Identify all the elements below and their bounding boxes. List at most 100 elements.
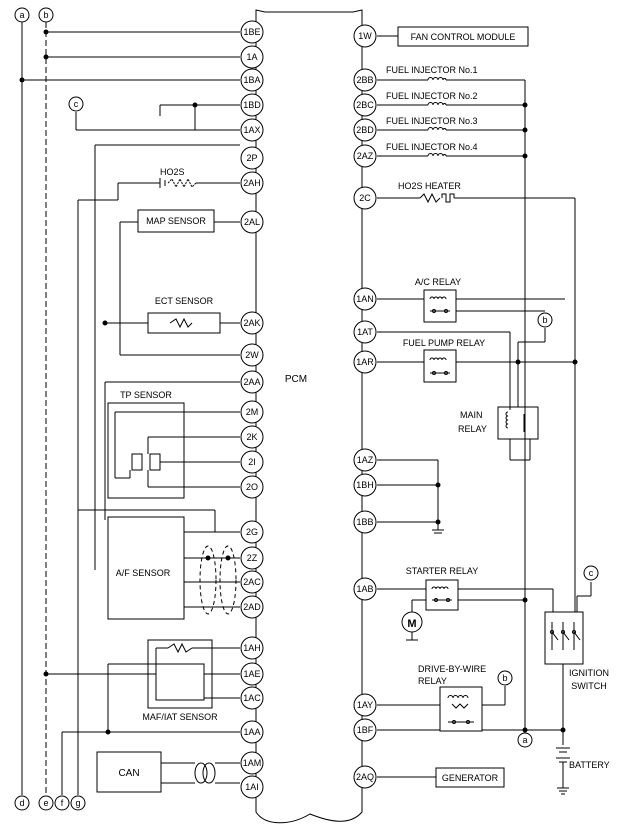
right-pin-1AZ: 1AZ bbox=[353, 448, 377, 472]
svg-text:2G: 2G bbox=[246, 527, 258, 537]
svg-text:c: c bbox=[589, 568, 594, 578]
iat-thermistor-icon bbox=[167, 642, 193, 654]
svg-text:1BH: 1BH bbox=[356, 480, 374, 490]
svg-text:1AA: 1AA bbox=[243, 727, 260, 737]
svg-text:b: b bbox=[542, 315, 547, 325]
connector-a-top: a bbox=[14, 7, 30, 23]
right-pin-1BH: 1BH bbox=[353, 473, 377, 497]
left-pin-1AX: 1AX bbox=[240, 118, 264, 142]
main-relay-label-2: RELAY bbox=[458, 424, 487, 434]
can-twisted-pair bbox=[161, 762, 240, 784]
left-pin-1A: 1A bbox=[240, 45, 264, 69]
ground-wires bbox=[377, 459, 444, 534]
starter-relay-internals bbox=[377, 586, 554, 641]
fuel-injector-2-label: FUEL INJECTOR No.2 bbox=[386, 91, 478, 101]
right-pin-2BC: 2BC bbox=[353, 93, 377, 117]
left-pin-2W: 2W bbox=[240, 343, 264, 367]
ect-thermistor-icon bbox=[169, 317, 193, 329]
starter-motor-icon bbox=[401, 611, 423, 633]
svg-text:1AY: 1AY bbox=[357, 700, 373, 710]
svg-text:b: b bbox=[502, 673, 507, 683]
connector-e-bottom: e bbox=[38, 795, 54, 811]
connector-b-top: b bbox=[38, 7, 54, 23]
fan-control-module-box bbox=[397, 26, 529, 47]
left-pin-2K: 2K bbox=[240, 425, 264, 449]
svg-text:1AM: 1AM bbox=[243, 758, 262, 768]
fuel-pump-relay-internals bbox=[377, 357, 578, 375]
svg-text:1AZ: 1AZ bbox=[357, 455, 374, 465]
motor-label: M bbox=[407, 618, 416, 630]
right-pin-group: 1W2BB2BC2BD2AZ2C1AN1AT1AR1AZ1BH1BB1AB1AY… bbox=[353, 24, 377, 789]
ac-relay-internals bbox=[377, 296, 565, 313]
left-pin-2AA: 2AA bbox=[240, 370, 264, 394]
left-bus-lines bbox=[19, 22, 240, 795]
left-pin-2AH: 2AH bbox=[240, 171, 264, 195]
right-pin-1AY: 1AY bbox=[353, 693, 377, 717]
right-pin-1AN: 1AN bbox=[353, 287, 377, 311]
left-pin-1BD: 1BD bbox=[240, 93, 264, 117]
svg-text:1AB: 1AB bbox=[356, 584, 373, 594]
svg-text:2AH: 2AH bbox=[243, 178, 261, 188]
fuel-injector-4-label: FUEL INJECTOR No.4 bbox=[386, 142, 478, 152]
left-pin-1AE: 1AE bbox=[240, 662, 264, 686]
svg-text:2AK: 2AK bbox=[243, 318, 260, 328]
svg-text:c: c bbox=[74, 99, 79, 109]
svg-text:1AI: 1AI bbox=[245, 782, 259, 792]
connector-b-dbw: b bbox=[497, 670, 513, 686]
svg-text:2BB: 2BB bbox=[356, 75, 373, 85]
tp-sensor-internals bbox=[114, 411, 240, 488]
connector-d-bottom: d bbox=[14, 795, 30, 811]
svg-text:g: g bbox=[75, 798, 80, 808]
svg-text:1AN: 1AN bbox=[356, 294, 374, 304]
svg-text:1AE: 1AE bbox=[243, 669, 260, 679]
svg-text:1AX: 1AX bbox=[243, 125, 260, 135]
svg-text:1BD: 1BD bbox=[243, 100, 261, 110]
left-pin-1AC: 1AC bbox=[240, 686, 264, 710]
maf-iat-sensor-box bbox=[147, 639, 213, 709]
svg-text:1AT: 1AT bbox=[357, 327, 373, 337]
can-box bbox=[96, 751, 162, 793]
generator-box bbox=[435, 767, 505, 788]
left-pin-2AK: 2AK bbox=[240, 311, 264, 335]
ect-sensor-box bbox=[147, 312, 221, 334]
right-pin-1BF: 1BF bbox=[353, 718, 377, 742]
ac-relay-box bbox=[423, 289, 457, 323]
left-pin-2AD: 2AD bbox=[240, 595, 264, 619]
fuel-pump-relay-label: FUEL PUMP RELAY bbox=[403, 338, 485, 348]
right-pin-2C: 2C bbox=[353, 186, 377, 210]
right-pin-2BD: 2BD bbox=[353, 118, 377, 142]
fuel-injector-wires bbox=[377, 77, 528, 732]
svg-text:2C: 2C bbox=[359, 193, 371, 203]
svg-text:2P: 2P bbox=[246, 153, 257, 163]
svg-text:1AC: 1AC bbox=[243, 693, 261, 703]
right-pin-1AR: 1AR bbox=[353, 350, 377, 374]
svg-text:2AL: 2AL bbox=[244, 217, 260, 227]
fuel-injector-3-label: FUEL INJECTOR No.3 bbox=[386, 116, 478, 126]
left-pin-1AH: 1AH bbox=[240, 636, 264, 660]
ho2s-label: HO2S bbox=[160, 167, 185, 177]
right-pin-1AB: 1AB bbox=[353, 577, 377, 601]
svg-text:2AA: 2AA bbox=[243, 377, 260, 387]
maf-element bbox=[155, 663, 205, 701]
pcm-label: PCM bbox=[285, 374, 307, 385]
svg-text:2O: 2O bbox=[246, 482, 258, 492]
battery-label: BATTERY bbox=[569, 760, 610, 770]
ho2s-sensor bbox=[140, 177, 197, 189]
svg-text:2AD: 2AD bbox=[243, 602, 261, 612]
fan-control-module-label: FAN CONTROL MODULE bbox=[411, 32, 516, 42]
ho2s-heater-label: HO2S HEATER bbox=[398, 181, 461, 191]
svg-text:1BA: 1BA bbox=[243, 75, 260, 85]
right-pin-1BB: 1BB bbox=[353, 510, 377, 534]
main-relay-label-1: MAIN bbox=[460, 410, 483, 420]
tp-sensor-label: TP SENSOR bbox=[120, 390, 172, 400]
right-pin-1AT: 1AT bbox=[353, 320, 377, 344]
svg-text:2I: 2I bbox=[248, 457, 256, 467]
left-pin-2G: 2G bbox=[240, 520, 264, 544]
svg-text:1AH: 1AH bbox=[243, 643, 261, 653]
right-pin-2AQ: 2AQ bbox=[353, 765, 377, 789]
svg-text:2AC: 2AC bbox=[243, 577, 261, 587]
ignition-switch-label-1: IGNITION bbox=[569, 668, 609, 678]
map-sensor-label: MAP SENSOR bbox=[146, 216, 206, 226]
pcm-outline bbox=[255, 9, 363, 824]
